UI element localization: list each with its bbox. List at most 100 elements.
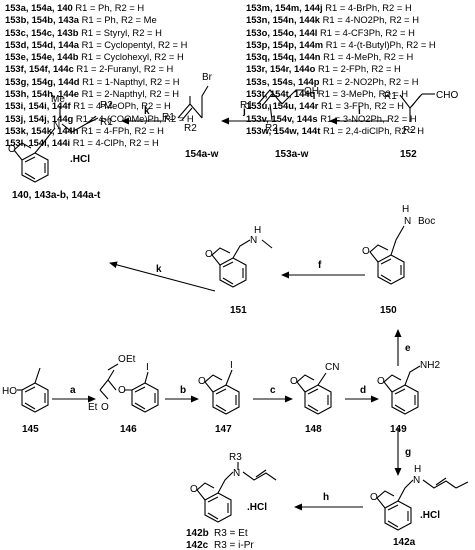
table-row: 153t, 154t, 144q R1 = 3-MePh, R2 = H — [246, 88, 436, 100]
label-152: 152 — [400, 149, 417, 160]
label-145: 145 — [22, 424, 39, 435]
svg-text:H: H — [402, 204, 409, 215]
substituents: R1 = 4-NO2Ph, R2 = H — [320, 14, 420, 26]
compound-ids: 153i, 154i, 144f — [5, 100, 71, 112]
label-154: 154a-w — [185, 149, 219, 160]
step-i: i — [358, 106, 361, 117]
compound-147: O I 147 — [198, 360, 240, 435]
table-row: 153r, 154r, 144o R1 = 2-FPh, R2 = H — [246, 63, 436, 75]
compound-ids: 153o, 154o, 144l — [246, 26, 318, 38]
svg-text:.HCl: .HCl — [420, 510, 440, 521]
compound-151: O N H 151 — [205, 225, 273, 316]
svg-text:R1: R1 — [100, 117, 113, 128]
step-d: d — [360, 385, 366, 396]
reaction-arrows — [52, 117, 402, 511]
substituents: R1 = 4-FPh, R2 = H — [78, 124, 164, 136]
svg-text:O: O — [377, 376, 385, 387]
label-146: 146 — [120, 424, 137, 435]
table-row: 153q, 154q, 144n R1 = 4-MePh, R2 = H — [246, 51, 436, 63]
compound-ids: 153k, 154k, 144h — [5, 124, 79, 136]
substituents: R1 = Ph, R2 = H — [72, 2, 145, 13]
step-f: f — [318, 260, 322, 271]
step-c: c — [270, 385, 276, 396]
compound-148: O CN 148 — [290, 362, 339, 435]
table-row: 153w, 154w, 144t R1 = 2,4-diClPh, R2 = H — [246, 125, 436, 137]
svg-text:I: I — [146, 362, 149, 373]
svg-text:O: O — [8, 144, 16, 155]
table-row: 153h, 154h, 144e R1 = 2-Napthyl, R2 = H — [5, 88, 194, 100]
svg-text:O: O — [118, 385, 126, 396]
substituents: R1 = 4-(COOMe)Ph, R2 = H — [73, 112, 194, 124]
table-row: 153d, 154d, 144a R1 = Cyclopentyl, R2 = … — [5, 39, 194, 51]
label-142b: 142b — [186, 528, 209, 539]
substituents: R1 = 3-FPh, R2 = H — [318, 100, 404, 112]
table-row: 153c, 154c, 143b R1 = Styryl, R2 = H — [5, 27, 194, 39]
svg-text:R3: R3 — [229, 452, 242, 463]
compound-ids: 153t, 154t, 144q — [246, 88, 316, 100]
svg-text:O: O — [290, 376, 298, 387]
label-140: 140, 143a-b, 144a-t — [12, 190, 101, 201]
svg-text:N: N — [53, 120, 60, 131]
compound-ids: 153m, 154m, 144j — [246, 2, 323, 13]
svg-text:R2: R2 — [100, 100, 113, 111]
svg-text:N: N — [250, 235, 257, 246]
table-row: 153m, 154m, 144j R1 = 4-BrPh, R2 = H — [246, 2, 436, 14]
svg-text:R1: R1 — [384, 91, 397, 102]
svg-text:Me: Me — [51, 94, 65, 105]
svg-text:Boc: Boc — [418, 216, 435, 227]
compound-145: HO 145 — [2, 367, 49, 435]
table-row: 153e, 154e, 144b R1 = Cyclohexyl, R2 = H — [5, 51, 194, 63]
step-g: g — [405, 447, 411, 458]
svg-text:Et: Et — [88, 402, 98, 413]
compound-ids: 153c, 154c, 143b — [5, 26, 79, 38]
svg-text:R2: R2 — [403, 125, 416, 136]
substituents: R1 = 4-MeOPh, R2 = H — [70, 100, 171, 112]
svg-text:O: O — [101, 402, 109, 413]
svg-text:H: H — [254, 225, 261, 236]
step-k-top: k — [144, 106, 150, 117]
label-142a: 142a — [393, 537, 416, 548]
label-147: 147 — [215, 424, 232, 435]
table-row: 153b, 154b, 143a R1 = Ph, R2 = Me — [5, 14, 194, 26]
substituents: R1 = 4-BrPh, R2 = H — [322, 2, 412, 13]
compound-146: O I O Et Et O 146 — [88, 354, 159, 435]
svg-text:Br: Br — [202, 72, 213, 83]
compound-ids: 153d, 154d, 144a — [5, 38, 80, 50]
table-row: 153s, 154s, 144p R1 = 2-NO2Ph, R2 = H — [246, 76, 436, 88]
svg-text:Et: Et — [126, 354, 136, 365]
svg-text:H: H — [414, 464, 421, 475]
svg-text:N: N — [233, 468, 240, 479]
table-row: 153o, 154o, 144l R1 = 4-CF3Ph, R2 = H — [246, 27, 436, 39]
compound-140-family: O N Me R2 R1 .HCl 140, 143a-b, 144a-t — [8, 94, 113, 201]
label-142c: 142c — [186, 540, 209, 550]
table-row: 153j, 154j, 144g R1 = 4-(COOMe)Ph, R2 = … — [5, 113, 194, 125]
svg-text:I: I — [230, 360, 233, 371]
svg-text:CN: CN — [325, 362, 339, 373]
compound-154: R1 Br R2 154a-w — [162, 72, 219, 160]
label-148: 148 — [305, 424, 322, 435]
compound-ids: 153b, 154b, 143a — [5, 14, 80, 26]
substituents: R1 = 4-ClPh, R2 = H — [70, 137, 159, 149]
table-row: 153l, 154l, 144i R1 = 4-ClPh, R2 = H — [5, 137, 194, 149]
compound-ids: 153r, 154r, 144o — [246, 63, 316, 75]
step-a: a — [70, 385, 76, 396]
step-labels: i j k f k a b c d e g h — [70, 106, 411, 503]
substituents: R1 = 1-Napthyl, R2 = H — [79, 75, 180, 87]
svg-text:.HCl: .HCl — [247, 502, 267, 513]
svg-text:R1: R1 — [162, 112, 175, 123]
compound-142a: O N H .HCl 142a — [370, 464, 469, 548]
substituents: R1 = 2-FPh, R2 = H — [315, 63, 401, 75]
label-149: 149 — [390, 424, 407, 435]
substituents: R1 = 2-Furanyl, R2 = H — [73, 63, 174, 75]
svg-text:O: O — [198, 376, 206, 387]
substituents: R1 = Styryl, R2 = H — [78, 26, 162, 38]
svg-text:R2: R2 — [184, 123, 197, 134]
compound-ids: 153e, 154e, 144b — [5, 51, 79, 63]
substituents: R1 = 4-(t-Butyl)Ph, R2 = H — [323, 38, 436, 50]
svg-text:O: O — [362, 246, 370, 257]
substituents: R1 = 4-MePh, R2 = H — [320, 51, 414, 63]
compound-142bc: O N R3 .HCl 142b R3 = Et 142c R3 = i-Pr — [186, 452, 277, 550]
